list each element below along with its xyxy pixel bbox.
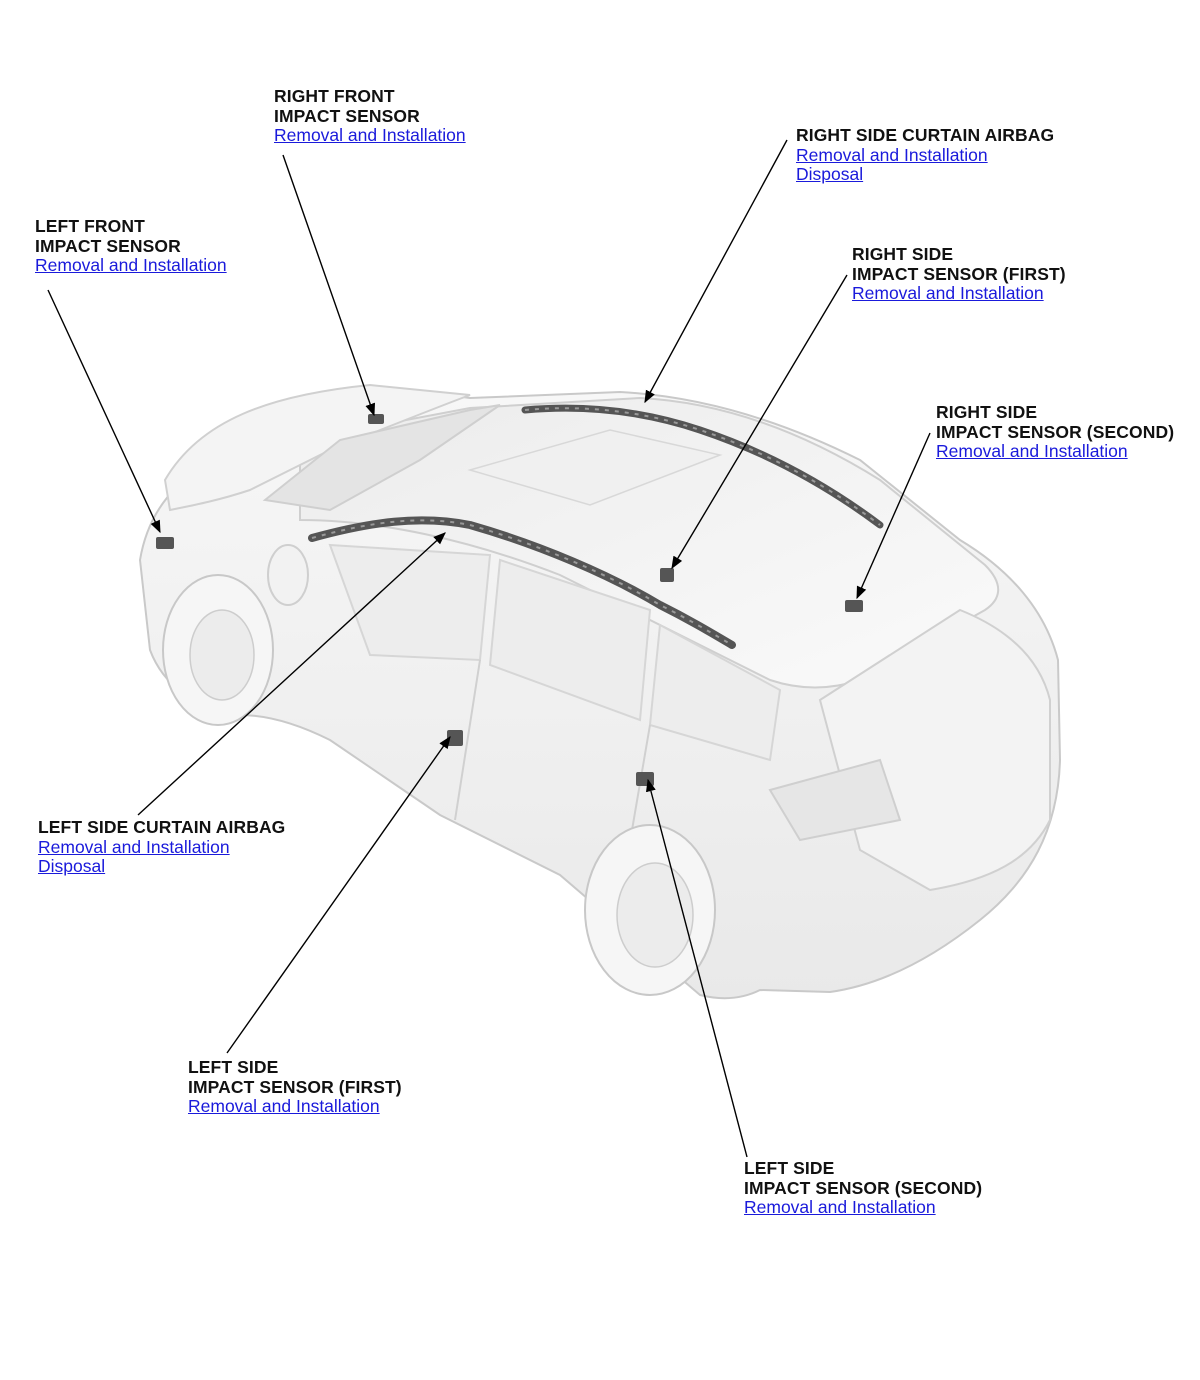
leader-left-front-impact-sensor [47,289,161,534]
leader-right-side-impact-sensor-first [671,274,848,570]
callout-right-side-impact-sensor-second: RIGHT SIDE IMPACT SENSOR (SECOND) Remova… [936,402,1175,462]
removal-installation-link[interactable]: Removal and Installation [852,283,1044,303]
removal-installation-link[interactable]: Removal and Installation [796,144,988,165]
leader-right-front-impact-sensor [282,154,376,417]
left-front-impact-sensor [156,537,174,549]
callout-title: RIGHT SIDE CURTAIN AIRBAG [796,125,1055,145]
removal-installation-link[interactable]: Removal and Installation [936,441,1128,461]
removal-installation-link[interactable]: Removal and Installation [38,836,230,857]
callout-title: LEFT FRONT [35,216,145,236]
removal-installation-link[interactable]: Removal and Installation [744,1197,936,1217]
callout-title: IMPACT SENSOR (SECOND) [744,1177,983,1198]
callout-right-front-impact-sensor: RIGHT FRONT IMPACT SENSOR Removal and In… [274,86,466,146]
disposal-link[interactable]: Disposal [796,164,864,184]
callout-left-front-impact-sensor: LEFT FRONT IMPACT SENSOR Removal and Ins… [35,216,227,276]
callout-right-side-impact-sensor-first: RIGHT SIDE IMPACT SENSOR (FIRST) Removal… [852,244,1066,304]
left-side-impact-sensor-first [447,730,463,746]
callout-title: RIGHT SIDE [936,402,1038,422]
removal-installation-link[interactable]: Removal and Installation [274,125,466,145]
leader-right-side-impact-sensor-second [856,432,931,600]
disposal-link[interactable]: Disposal [38,856,106,876]
callout-title: IMPACT SENSOR (FIRST) [852,263,1066,284]
callout-title: LEFT SIDE [744,1158,835,1178]
right-side-impact-sensor-second [845,600,863,612]
leader-left-side-curtain-airbag [137,532,446,816]
right-side-impact-sensor-first [660,568,674,582]
left-side-impact-sensor-second [636,772,654,786]
callout-title: IMPACT SENSOR (SECOND) [936,421,1175,442]
leader-left-side-impact-sensor-first [226,735,451,1054]
leader-right-side-curtain-airbag [644,139,788,404]
vehicle-body [138,383,1062,1000]
callout-right-side-curtain-airbag: RIGHT SIDE CURTAIN AIRBAG Removal and In… [796,125,1055,185]
callout-title: IMPACT SENSOR [35,235,181,256]
callout-title: RIGHT SIDE [852,244,954,264]
right-front-impact-sensor [368,414,384,424]
callout-left-side-impact-sensor-second: LEFT SIDE IMPACT SENSOR (SECOND) Removal… [744,1158,983,1218]
callout-left-side-curtain-airbag: LEFT SIDE CURTAIN AIRBAG Removal and Ins… [38,817,286,877]
callout-title: IMPACT SENSOR (FIRST) [188,1076,402,1097]
callout-left-side-impact-sensor-first: LEFT SIDE IMPACT SENSOR (FIRST) Removal … [188,1057,402,1117]
callout-title: IMPACT SENSOR [274,105,420,126]
removal-installation-link[interactable]: Removal and Installation [35,255,227,275]
front-wheel [162,574,274,726]
callout-title: LEFT SIDE CURTAIN AIRBAG [38,817,286,837]
leader-left-side-impact-sensor-second [646,778,748,1158]
left-side-curtain-airbag [308,516,736,649]
right-side-curtain-airbag [521,404,884,529]
callout-title: RIGHT FRONT [274,86,395,106]
callout-title: LEFT SIDE [188,1057,279,1077]
removal-installation-link[interactable]: Removal and Installation [188,1096,380,1116]
rear-wheel [584,824,716,996]
